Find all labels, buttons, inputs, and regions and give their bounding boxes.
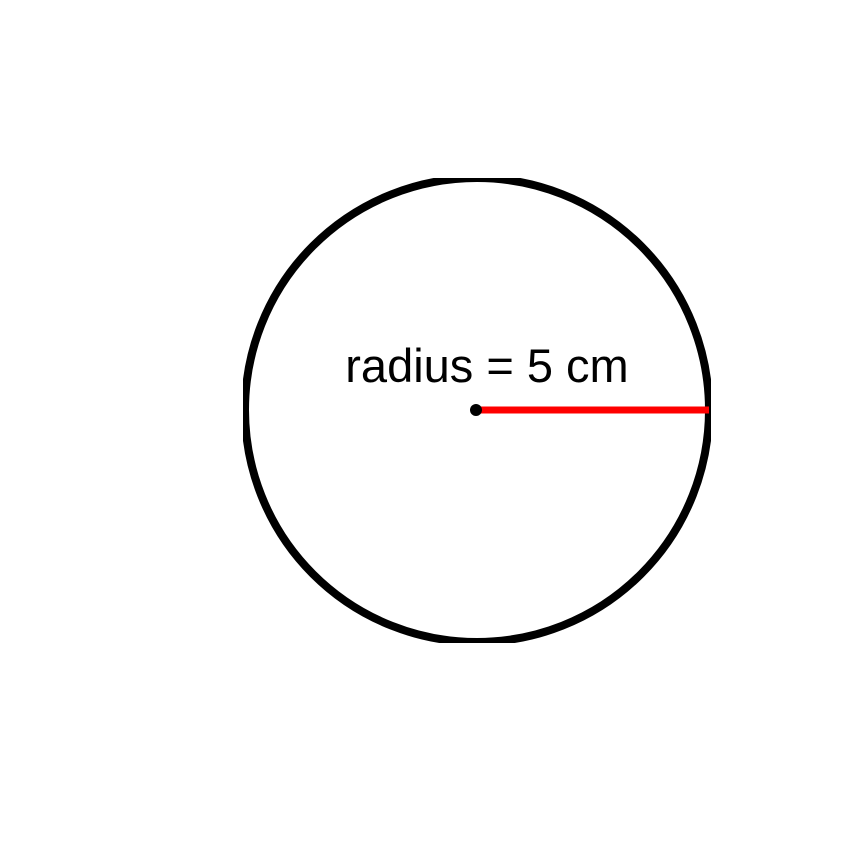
radius-label: radius = 5 cm xyxy=(345,339,628,392)
center-point xyxy=(470,404,482,416)
